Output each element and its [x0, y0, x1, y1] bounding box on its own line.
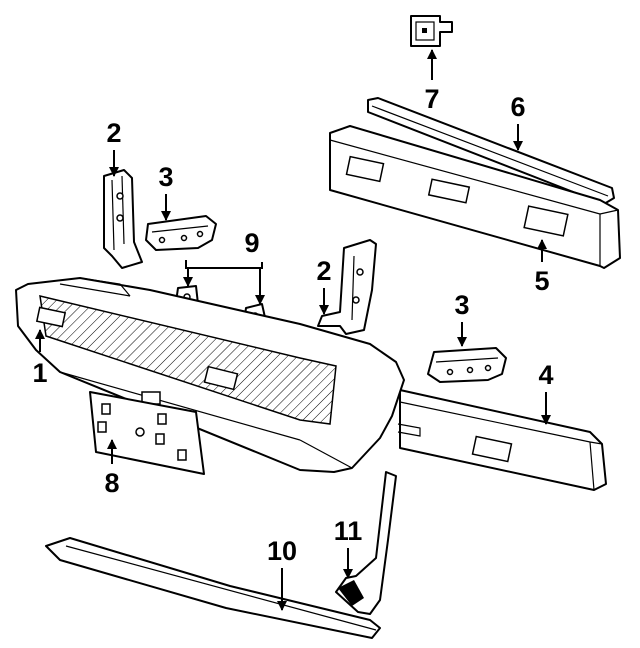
callout-11: 11: [334, 516, 363, 546]
part-10-spoiler-strip: [45, 537, 381, 639]
callout-6: 6: [510, 92, 525, 122]
callout-2-right: 2: [316, 256, 331, 286]
callout-1: 1: [32, 358, 47, 388]
part-4-face-bar: [397, 389, 607, 491]
part-8-license-bracket: [89, 391, 205, 475]
part-3-bracket-right: [427, 347, 507, 383]
callout-10: 10: [267, 536, 297, 566]
part-2-bracket-left: [103, 169, 143, 269]
part-5-rear-bumper-bar: [329, 125, 621, 269]
part-3-bracket-left: [145, 215, 217, 251]
callout-4: 4: [538, 360, 553, 390]
leader-lines: [35, 49, 551, 611]
callout-labels: 1 2 2 3 3 4 5 6 7 8 9 10 11: [32, 84, 553, 566]
callout-3-right: 3: [454, 290, 469, 320]
callout-8: 8: [104, 468, 119, 498]
part-1-bumper-cover: [15, 277, 405, 473]
part-6-reinforcement-strip: [367, 97, 615, 205]
part-2-bracket-right: [317, 239, 377, 335]
callout-7: 7: [424, 84, 439, 114]
callout-5: 5: [534, 266, 549, 296]
part-7-clip: [410, 15, 453, 47]
callout-9: 9: [244, 228, 259, 258]
callout-3-left: 3: [158, 162, 173, 192]
callout-2-left: 2: [106, 118, 121, 148]
